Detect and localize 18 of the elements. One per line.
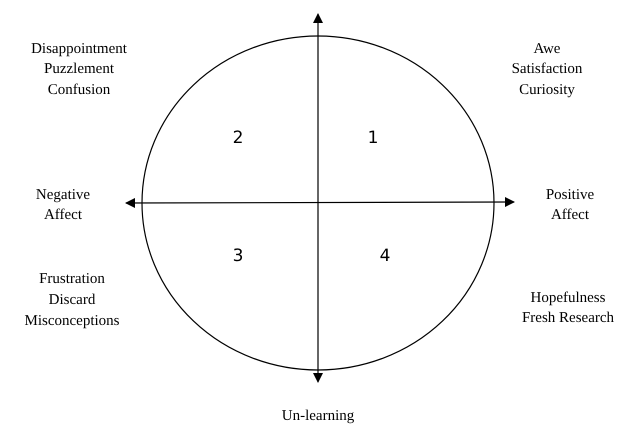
emotion-label: Discard (48, 291, 96, 310)
quadrant-number: 1 (368, 128, 378, 148)
emotion-label: Hopefulness (530, 289, 606, 308)
emotion-label: Fresh Research (522, 309, 614, 328)
emotion-label: Satisfaction (512, 60, 582, 79)
emotion-label: Frustration (39, 270, 105, 289)
emotion-label: Awe (534, 40, 560, 59)
emotion-label: Misconceptions (24, 312, 120, 331)
quadrant-number: 2 (232, 128, 244, 148)
emotion-label: Curiosity (519, 81, 575, 100)
emotion-label: Disappointment (31, 40, 127, 59)
axis-label: Positive Affect (544, 186, 596, 225)
quadrant-number: 4 (380, 246, 390, 266)
emotion-label: Puzzlement (44, 60, 114, 79)
emotion-label: Confusion (48, 81, 110, 100)
quadrant-number: 3 (232, 246, 244, 266)
axis-label: Negative Affect (34, 186, 92, 225)
axis-label: Un-learning (282, 407, 354, 424)
